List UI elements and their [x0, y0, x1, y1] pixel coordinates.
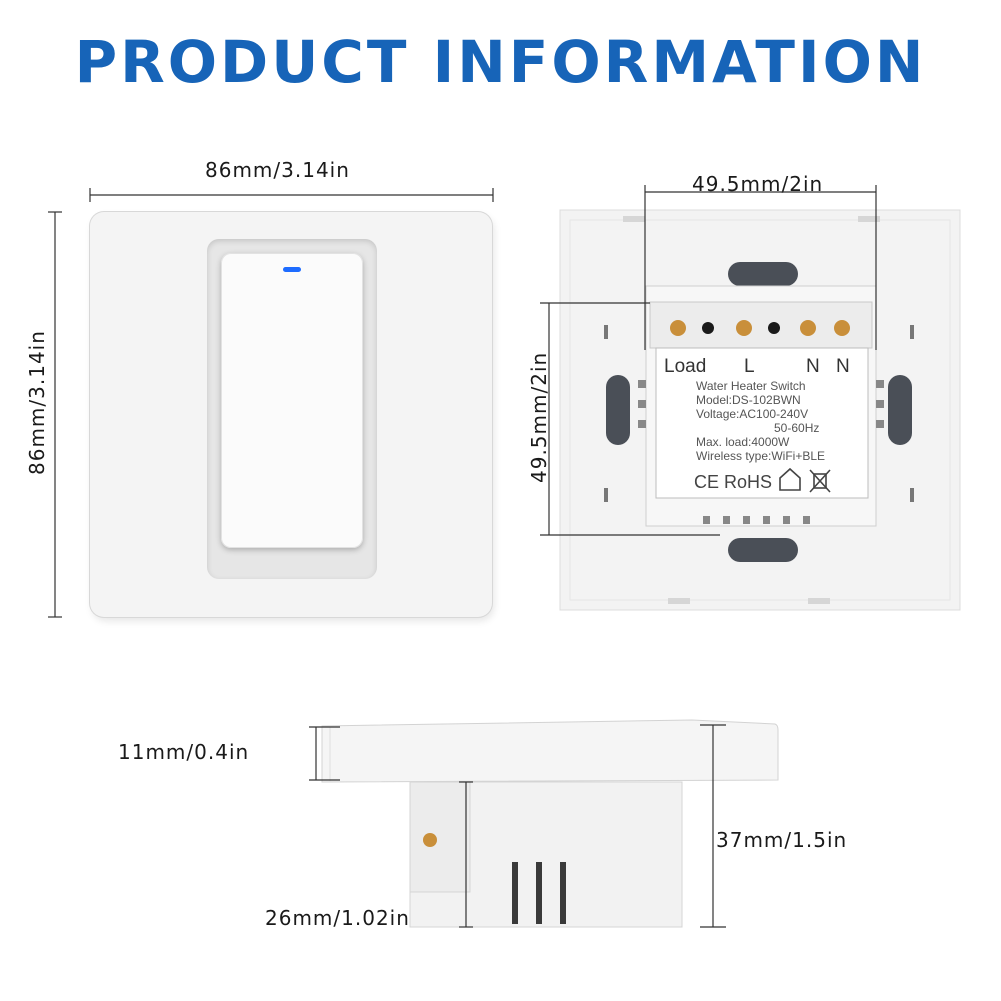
- front-plate: [90, 212, 492, 617]
- spec-line: Wireless type:WiFi+BLE: [696, 449, 825, 463]
- terminal-label-l: L: [744, 356, 755, 377]
- indoor-use-icon: [779, 467, 801, 491]
- box-depth-label: 26mm/1.02in: [265, 906, 410, 930]
- mount-slot-bottom: [728, 538, 798, 562]
- terminal-screw-side: [423, 833, 437, 847]
- total-depth-label: 37mm/1.5in: [716, 828, 848, 852]
- page-title: PRODUCT INFORMATION: [74, 28, 927, 96]
- mount-slot-top: [728, 262, 798, 286]
- spec-line: Voltage:AC100-240V: [696, 407, 808, 421]
- rohs-mark-icon: RoHS: [724, 472, 772, 492]
- ce-mark-icon: CE: [694, 472, 719, 492]
- spec-line: Model:DS-102BWN: [696, 393, 801, 407]
- spec-line: Max. load:4000W: [696, 435, 790, 449]
- switch-button[interactable]: [221, 253, 363, 548]
- front-width-label: 86mm/3.14in: [205, 158, 350, 182]
- terminal-label-n2: N: [836, 356, 850, 377]
- terminal-screws: [670, 320, 850, 336]
- mount-slot-right: [888, 375, 912, 445]
- terminal-label-n1: N: [806, 356, 820, 377]
- plate-thickness-label: 11mm/0.4in: [118, 740, 250, 764]
- back-plate: Load L N N Water Heater Switch Model:DS-…: [559, 209, 961, 611]
- mount-slot-left: [606, 375, 630, 445]
- terminal-label-load: Load: [664, 356, 706, 377]
- spec-line: Water Heater Switch: [696, 379, 806, 393]
- weee-bin-icon: [809, 469, 831, 493]
- spec-line: 50-60Hz: [774, 421, 819, 435]
- indicator-light-icon: [283, 267, 301, 272]
